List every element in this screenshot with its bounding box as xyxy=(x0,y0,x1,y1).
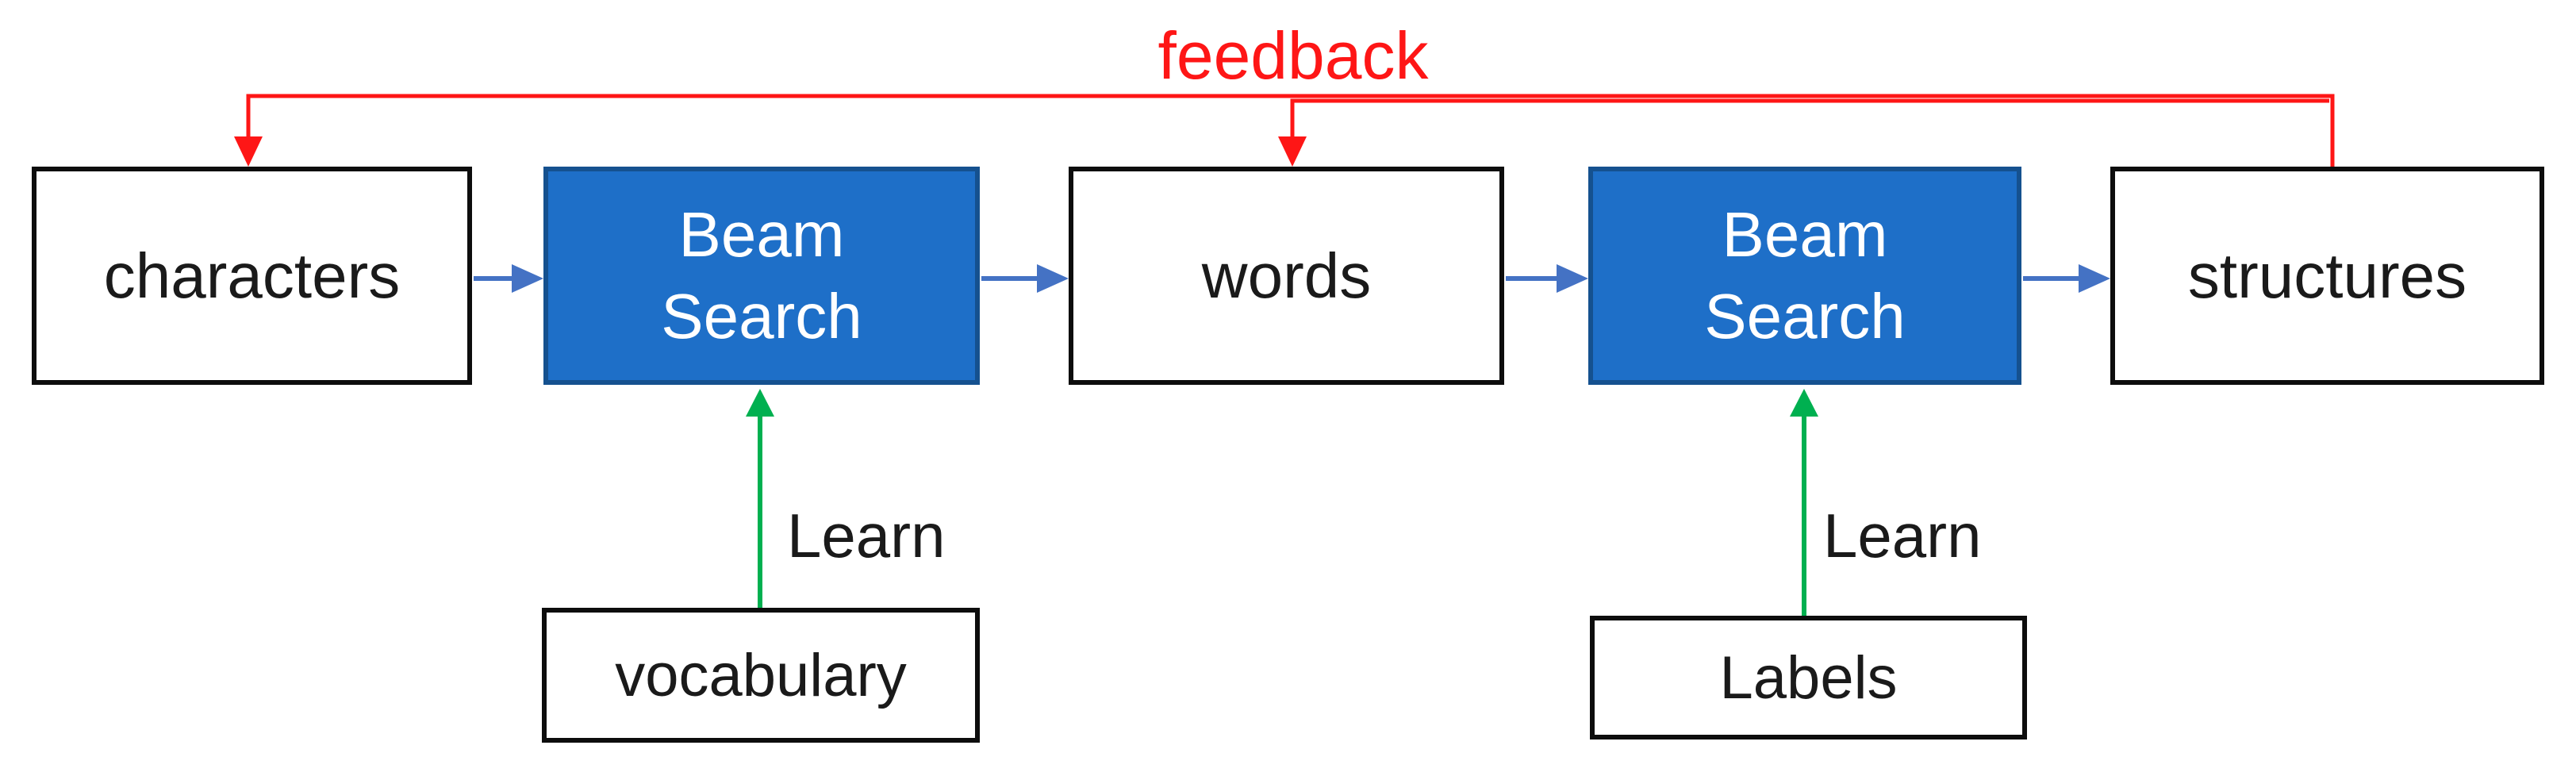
node-characters-label: characters xyxy=(103,240,401,311)
node-structures: structures xyxy=(2110,167,2544,385)
feedback-arrowhead-words xyxy=(1278,136,1307,167)
flow-arrow-beam2-to-structures-head xyxy=(2079,264,2110,293)
beam-search-2-line1: Beam xyxy=(1722,199,1888,271)
node-words-label: words xyxy=(1201,240,1372,311)
learn-arrow-labels-to-beam2-head xyxy=(1790,389,1818,417)
beam-search-1-line1: Beam xyxy=(678,199,845,271)
node-vocabulary: vocabulary xyxy=(542,608,980,743)
node-beam-search-2-label: Beam Search xyxy=(1704,194,1905,357)
beam-search-2-line2: Search xyxy=(1704,280,1906,352)
node-beam-search-1: Beam Search xyxy=(543,167,980,385)
feedback-label: feedback xyxy=(1157,18,1429,93)
learn-arrow-vocabulary-to-beam1-head xyxy=(746,389,774,417)
node-structures-label: structures xyxy=(2187,240,2467,311)
flow-arrow-words-to-beam2-head xyxy=(1557,264,1588,293)
learn-label-2: Learn xyxy=(1823,501,1982,570)
feedback-arrowhead-characters xyxy=(234,136,263,167)
learn-label-1: Learn xyxy=(787,501,946,570)
feedback-line-structures-to-words xyxy=(1290,98,2329,140)
node-labels: Labels xyxy=(1590,616,2027,740)
node-beam-search-2: Beam Search xyxy=(1588,167,2021,385)
node-words: words xyxy=(1069,167,1504,385)
node-beam-search-1-label: Beam Search xyxy=(661,194,862,357)
node-labels-label: Labels xyxy=(1719,643,1898,712)
node-characters: characters xyxy=(32,167,472,385)
feedback-line-structures-to-characters xyxy=(246,94,2335,167)
flow-arrow-characters-to-beam1-head xyxy=(512,264,543,293)
flow-arrow-beam1-to-words-head xyxy=(1037,264,1069,293)
beam-search-1-line2: Search xyxy=(661,280,862,352)
node-vocabulary-label: vocabulary xyxy=(615,641,907,709)
